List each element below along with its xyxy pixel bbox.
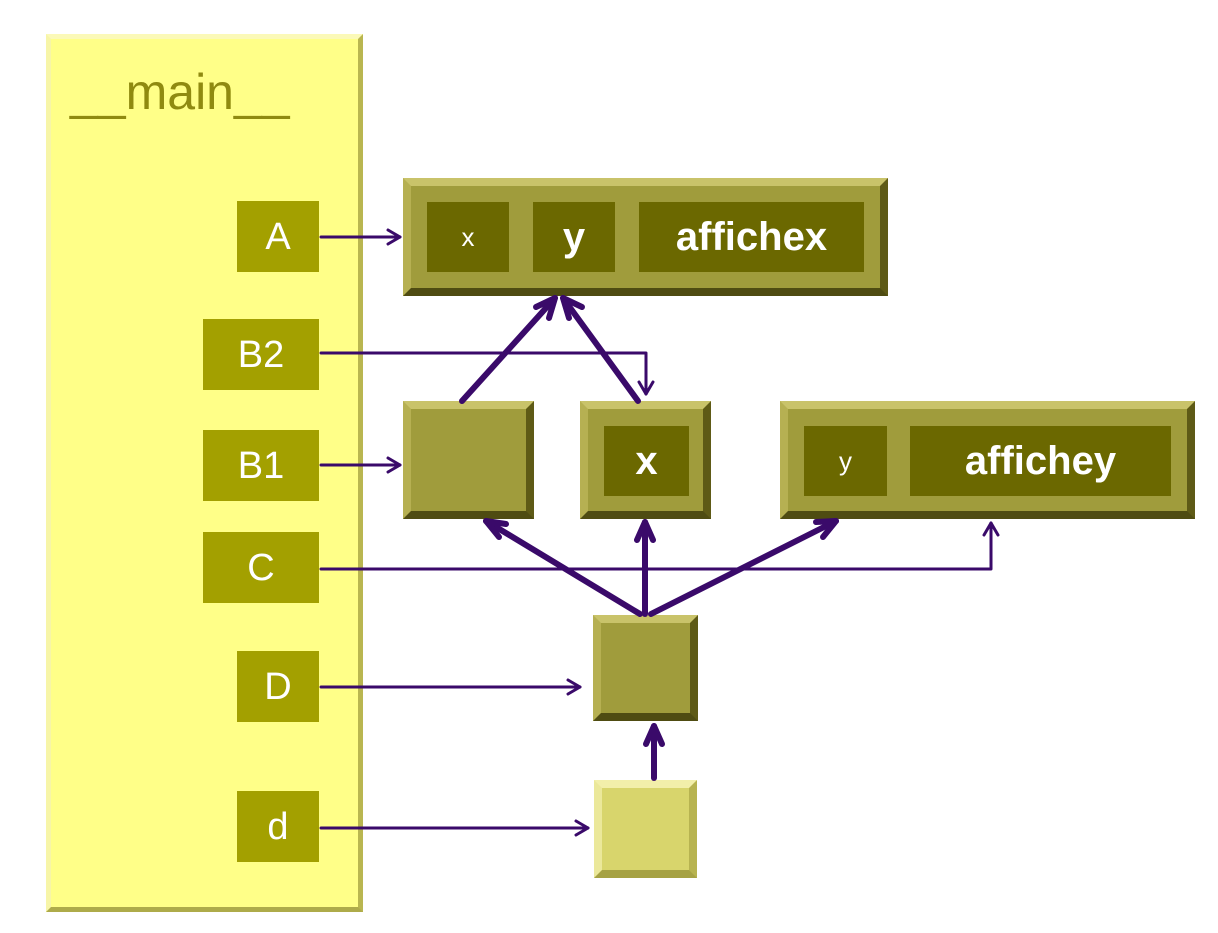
reference-arrows: [319, 228, 1000, 837]
variable-B1: B1: [203, 430, 319, 501]
inherit-head-D-B1: [483, 518, 509, 540]
arrowhead-C: [982, 521, 1000, 537]
arrowhead-B2: [637, 380, 655, 396]
inheritance-arrows: [459, 295, 839, 781]
arrowhead-d: [574, 819, 590, 837]
variable-d: d: [237, 791, 319, 862]
inherit-head-D-C: [813, 518, 839, 540]
variable-A: A: [237, 201, 319, 272]
object-c-attr-y: y: [804, 426, 887, 496]
object-c-method-affichey: affichey: [910, 426, 1171, 496]
arrowhead-D: [566, 678, 582, 696]
inherit-head-B2-A: [560, 295, 585, 321]
variable-C: C: [203, 532, 319, 603]
arrowhead-B1: [386, 456, 402, 474]
inherit-head-B1-A: [533, 295, 558, 321]
object-b2-attr-x: x: [604, 426, 689, 496]
object-a-method-affichex: affichex: [639, 202, 864, 272]
inherit-B2-to-A: [560, 295, 641, 404]
object-class-b1: [403, 401, 534, 519]
variable-B2: B2: [203, 319, 319, 390]
inherit-D-to-B1: [483, 518, 643, 617]
object-a-attr-x: x: [427, 202, 509, 272]
main-namespace-title: __main__: [70, 64, 290, 120]
arrow-C-to-object: [319, 521, 993, 571]
variable-D: D: [237, 651, 319, 722]
object-a-attr-y: y: [533, 202, 615, 272]
arrow-B2-to-object: [319, 351, 648, 396]
object-class-d: [593, 615, 698, 721]
instance-d: [594, 780, 697, 878]
inherit-B1-to-A: [459, 295, 558, 404]
instance-head-d-D: [643, 723, 665, 747]
inherit-head-D-B2: [634, 519, 656, 543]
object-class-b2: [580, 401, 711, 519]
arrowhead-A: [386, 228, 402, 246]
inherit-D-to-C: [648, 518, 839, 617]
